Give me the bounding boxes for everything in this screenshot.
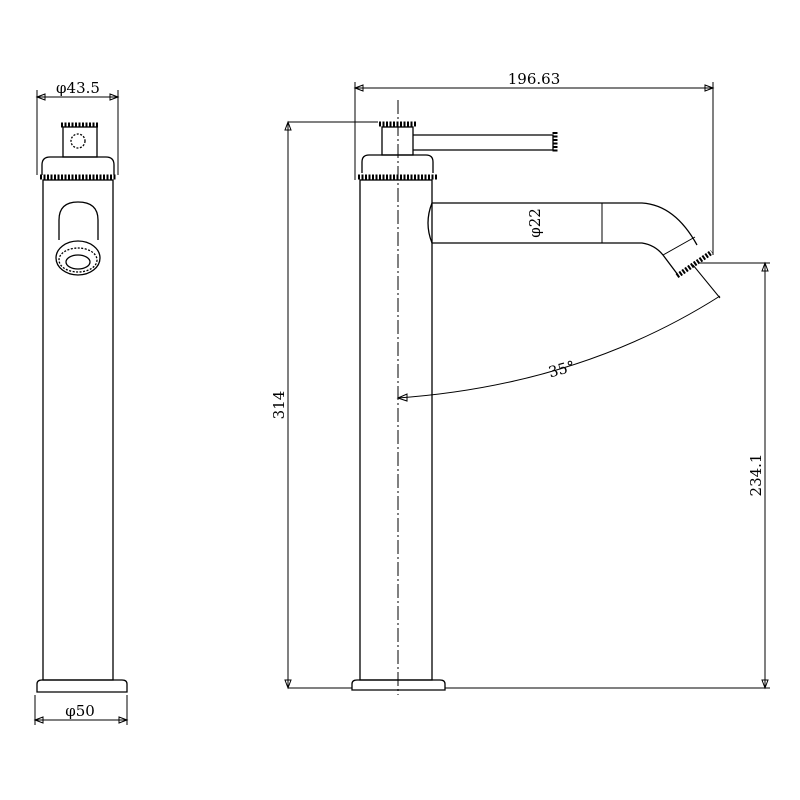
spout-reach-label: 196.63 (508, 70, 561, 88)
spout-diameter-label: φ22 (526, 208, 544, 238)
side-view: 196.63 φ22 35° 314 234.1 (270, 70, 770, 695)
spout-height-label: 234.1 (747, 454, 765, 497)
cap-diameter-label: φ43.5 (56, 79, 100, 97)
spout-angle-label: 35° (547, 357, 577, 381)
base-diameter-label: φ50 (65, 702, 95, 720)
front-view: φ43.5 φ50 (33, 79, 129, 725)
total-height-label: 314 (270, 391, 288, 420)
